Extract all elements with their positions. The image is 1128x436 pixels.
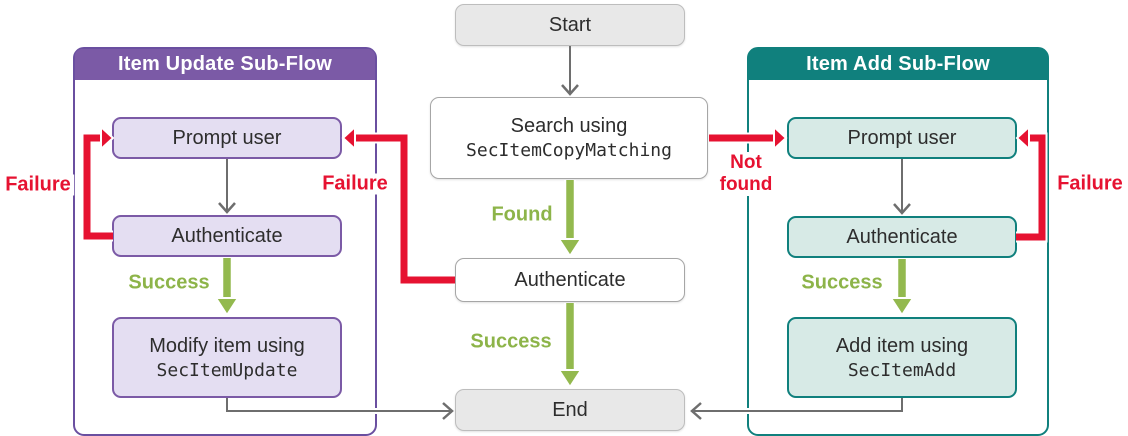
failure-label-update: Failure: [2, 174, 74, 196]
prompt-user-node-add: Prompt user: [787, 117, 1017, 159]
arrow-found: [557, 180, 583, 258]
found-label: Found: [488, 204, 556, 226]
not-found-line2: found: [719, 174, 773, 195]
search-node: Search using SecItemCopyMatching: [430, 97, 708, 179]
prompt-user-add-label: Prompt user: [847, 127, 957, 149]
prompt-user-node-update: Prompt user: [112, 117, 342, 159]
not-found-label: Not found: [716, 152, 776, 196]
arrow-start-to-search: [561, 46, 579, 96]
prompt-user-update-label: Prompt user: [172, 127, 282, 149]
success-label-add: Success: [798, 272, 886, 294]
end-label: End: [552, 399, 588, 421]
failure-label-center: Failure: [319, 173, 391, 195]
item-add-subflow-title: Item Add Sub-Flow: [749, 49, 1047, 80]
add-item-node: Add item using SecItemAdd: [787, 317, 1017, 398]
search-code-label: SecItemCopyMatching: [466, 140, 672, 162]
start-node: Start: [455, 4, 685, 46]
modify-item-node: Modify item using SecItemUpdate: [112, 317, 342, 398]
add-item-code-label: SecItemAdd: [847, 359, 957, 381]
modify-item-label: Modify item using: [149, 334, 305, 357]
success-label-update: Success: [125, 272, 213, 294]
authenticate-node-center: Authenticate: [455, 258, 685, 302]
arrow-success-center: [557, 303, 583, 389]
authenticate-node-add: Authenticate: [787, 216, 1017, 258]
not-found-line1: Not: [730, 152, 762, 173]
success-label-center: Success: [467, 331, 555, 353]
failure-label-add: Failure: [1054, 173, 1126, 195]
authenticate-add-label: Authenticate: [846, 226, 958, 248]
modify-item-code-label: SecItemUpdate: [156, 359, 298, 381]
authenticate-node-update: Authenticate: [112, 215, 342, 257]
authenticate-center-label: Authenticate: [514, 269, 626, 291]
end-node: End: [455, 389, 685, 431]
add-item-label: Add item using: [835, 334, 969, 357]
start-label: Start: [548, 14, 592, 36]
item-update-subflow-title: Item Update Sub-Flow: [75, 49, 375, 80]
search-label: Search using: [510, 115, 628, 138]
authenticate-update-label: Authenticate: [171, 225, 283, 247]
